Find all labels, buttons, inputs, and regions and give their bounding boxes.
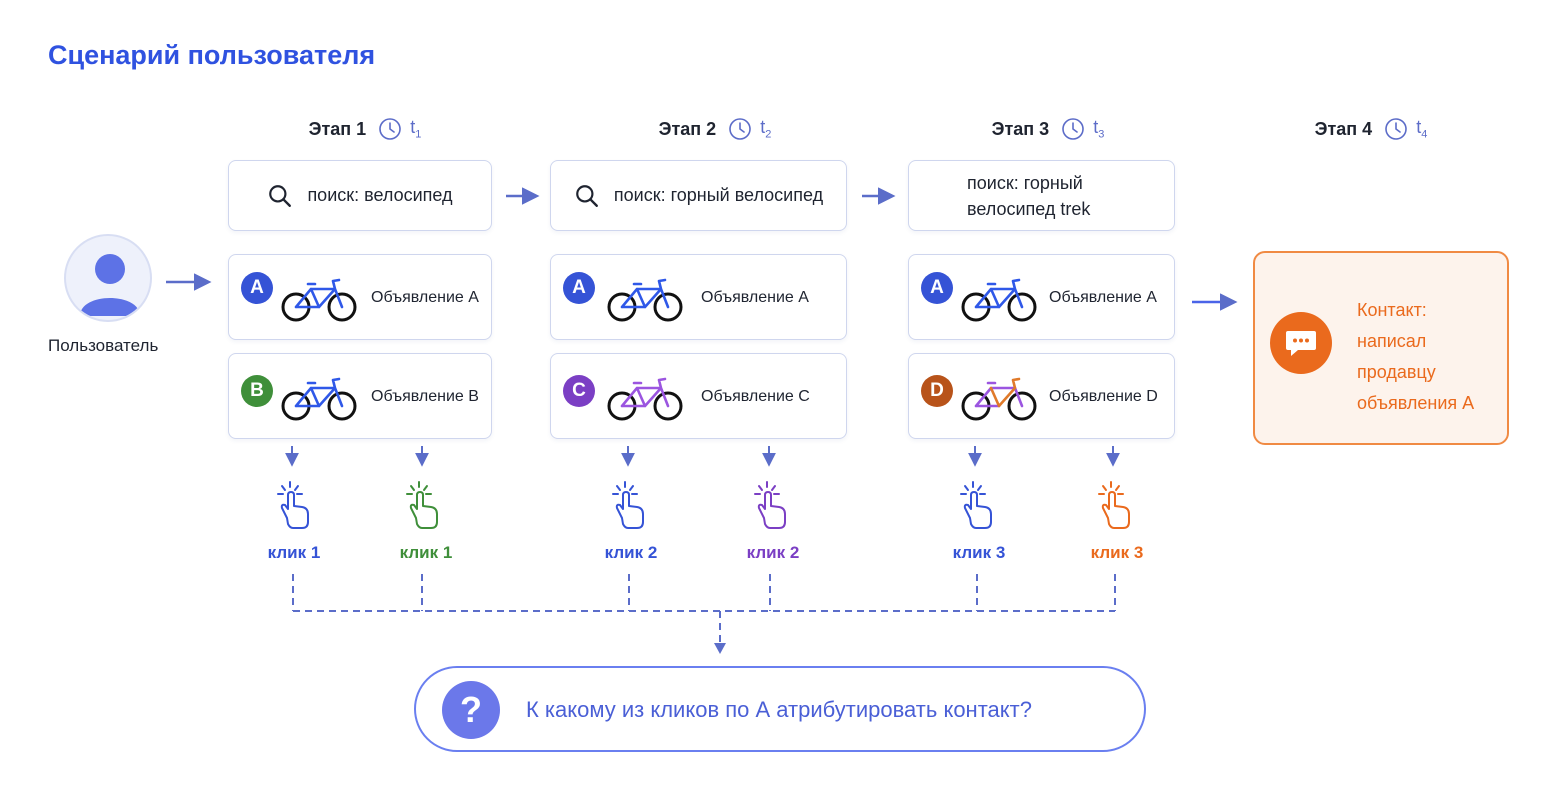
search-box-stage1[interactable]: поиск: велосипед <box>228 160 492 231</box>
time-variable: t4 <box>1416 117 1428 141</box>
listing-card-s2-a[interactable]: A Объявление A <box>550 254 847 340</box>
stage-header-4: Этап 4 t4 <box>1276 114 1466 144</box>
listing-card-s1-b[interactable]: B Объявление B <box>228 353 492 439</box>
clock-icon <box>729 118 751 140</box>
search-icon <box>576 184 598 207</box>
hand-pointer-icon <box>960 481 992 529</box>
listing-title: Объявление A <box>701 289 809 306</box>
time-variable: t3 <box>1093 117 1105 141</box>
stage-label: Этап 4 <box>1314 118 1373 139</box>
contact-text: Контакт: написал продавцу объявления А <box>1357 300 1475 413</box>
click-label-s3-a: клик 3 <box>952 543 1006 562</box>
time-variable: t1 <box>410 117 422 141</box>
listing-badge: A <box>241 272 273 304</box>
hand-pointer-icon <box>406 481 438 529</box>
click-label-s1-a: клик 1 <box>267 543 321 562</box>
click-label-s2-c: клик 2 <box>746 543 800 562</box>
hand-pointer-icon <box>1098 481 1130 529</box>
stage-header-2: Этап 2 t2 <box>620 114 810 144</box>
bike-icon <box>281 278 357 322</box>
click-label-s3-d: клик 3 <box>1090 543 1144 562</box>
listing-card-s3-a[interactable]: A Объявление A <box>908 254 1175 340</box>
listing-title: Объявление C <box>701 388 810 405</box>
search-query: поиск: горный велосипед trek <box>967 172 1091 219</box>
listing-badge: B <box>241 375 273 407</box>
listing-badge: A <box>921 272 953 304</box>
chat-icon <box>1270 312 1332 374</box>
hand-pointer-icon <box>277 481 309 529</box>
attribution-question: ? К какому из кликов по А атрибутировать… <box>414 666 1146 752</box>
stage-header-3: Этап 3 t3 <box>953 114 1143 144</box>
user-icon <box>80 254 140 316</box>
listing-card-s2-c[interactable]: C Объявление C <box>550 353 847 439</box>
listing-title: Объявление D <box>1049 388 1158 405</box>
listing-title: Объявление A <box>1049 289 1157 306</box>
listing-title: Объявление B <box>371 388 479 405</box>
listing-badge: A <box>563 272 595 304</box>
user-avatar <box>64 234 152 322</box>
search-query: поиск: горный велосипед <box>613 185 824 205</box>
page-title: Сценарий пользователя <box>48 40 376 70</box>
dashed-arrow-head <box>714 643 726 654</box>
down-arrows <box>285 446 1120 467</box>
listing-card-s1-a[interactable]: A Объявление A <box>228 254 492 340</box>
question-icon: ? <box>442 681 500 739</box>
search-box-stage3[interactable]: поиск: горный велосипед trek <box>908 160 1175 231</box>
listing-title: Объявление A <box>371 289 479 306</box>
bike-icon <box>607 278 683 322</box>
stage-label: Этап 1 <box>308 118 367 139</box>
time-variable: t2 <box>760 117 772 141</box>
bike-icon <box>961 278 1037 322</box>
dashed-connectors <box>292 574 1116 646</box>
hand-pointer-icon <box>754 481 786 529</box>
stage-label: Этап 2 <box>658 118 717 139</box>
contact-box: Контакт: написал продавцу объявления А <box>1253 251 1509 445</box>
question-text: К какому из кликов по А атрибутировать к… <box>526 697 1032 722</box>
bike-icon <box>961 377 1037 421</box>
hand-pointer-icon <box>612 481 644 529</box>
bike-icon <box>281 377 357 421</box>
bike-icon <box>607 377 683 421</box>
stage-label: Этап 3 <box>991 118 1050 139</box>
search-box-stage2[interactable]: поиск: горный велосипед <box>550 160 847 231</box>
listing-badge: D <box>921 375 953 407</box>
click-label-s2-a: клик 2 <box>604 543 658 562</box>
listing-badge: C <box>563 375 595 407</box>
listing-card-s3-d[interactable]: D Объявление D <box>908 353 1175 439</box>
user-label: Пользователь <box>48 336 159 355</box>
stage-header-1: Этап 1 t1 <box>270 114 460 144</box>
search-query: поиск: велосипед <box>307 185 453 205</box>
clock-icon <box>1062 118 1084 140</box>
search-icon <box>269 184 292 207</box>
clock-icon <box>1385 118 1407 140</box>
click-label-s1-b: клик 1 <box>399 543 453 562</box>
clock-icon <box>379 118 401 140</box>
